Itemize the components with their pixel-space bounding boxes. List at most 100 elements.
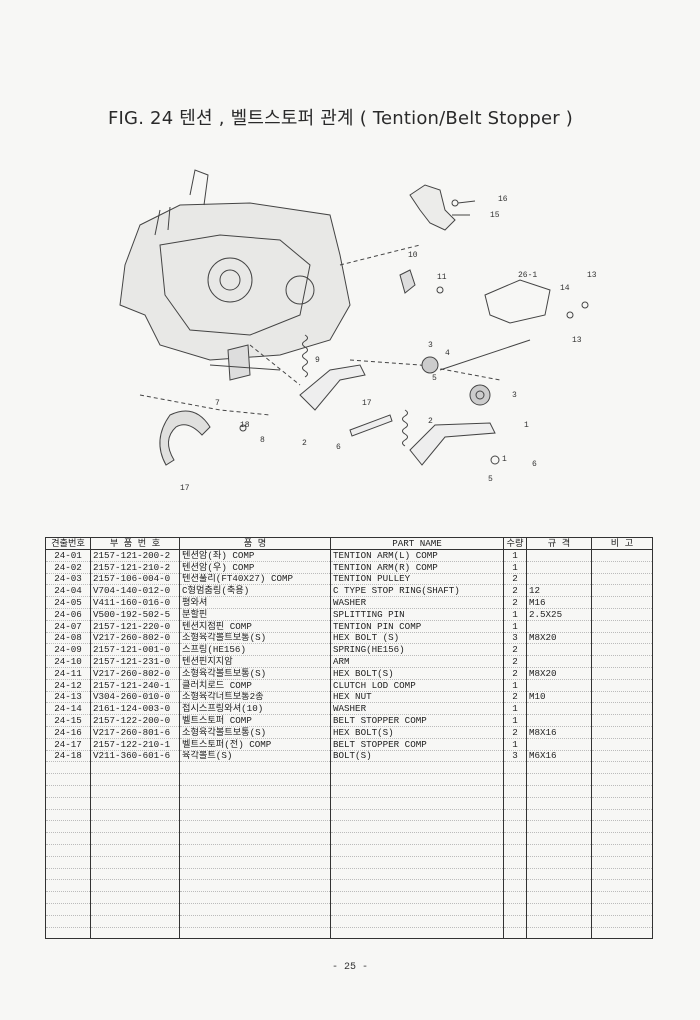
cell-part-no: V217-260-801-6 (90, 726, 180, 739)
cell-remarks (591, 761, 653, 775)
cell-ref-no: 24-18 (45, 750, 91, 763)
cell-part-no: V411-160-016-0 (90, 596, 180, 609)
cell-part-no: 2157-121-210-2 (90, 561, 180, 574)
cell-remarks (591, 856, 653, 869)
cell-spec: 12 (526, 584, 592, 598)
cell-part-no (90, 809, 180, 822)
cell-korean-name: 텐션지점핀 COMP (179, 620, 331, 633)
cell-qty (503, 903, 527, 916)
cell-part-name: SPLITTING PIN (330, 608, 504, 621)
cell-spec (526, 797, 592, 810)
cell-part-name (330, 891, 504, 904)
cell-part-name: HEX BOLT (S) (330, 632, 504, 645)
cell-part-name: WASHER (330, 702, 504, 716)
cell-part-name (330, 879, 504, 893)
cell-qty (503, 891, 527, 904)
cell-remarks (591, 820, 653, 834)
cell-remarks (591, 903, 653, 916)
cell-ref-no (45, 785, 91, 798)
cell-part-no: V211-360-601-6 (90, 750, 180, 763)
cell-part-no: 2157-106-004-0 (90, 573, 180, 586)
cell-spec (526, 773, 592, 786)
header-part-no: 부 품 번 호 (90, 537, 180, 550)
cell-korean-name: 텐션암(좌) COMP (179, 549, 331, 562)
callout-4: 4 (445, 349, 450, 358)
callout-6-a: 6 (336, 443, 341, 452)
cell-spec: 2.5X25 (526, 608, 592, 621)
cell-part-no: V500-192-502-5 (90, 608, 180, 621)
parts-table-header: 견출번호 부 품 번 호 품 명 PART NAME 수량 규 격 비 고 (45, 537, 653, 550)
cell-part-no (90, 891, 180, 904)
cell-remarks (591, 809, 653, 822)
cell-ref-no (45, 927, 91, 940)
table-row (45, 844, 653, 857)
cell-ref-no (45, 915, 91, 928)
table-row (45, 773, 653, 786)
cell-spec (526, 561, 592, 574)
cell-korean-name (179, 785, 331, 798)
cell-qty: 1 (503, 714, 527, 727)
callout-3-b: 3 (512, 391, 517, 400)
cell-korean-name: 벨트스토퍼(전) COMP (179, 738, 331, 751)
cell-spec: M8X20 (526, 667, 592, 680)
cell-ref-no (45, 773, 91, 786)
callout-2-b: 2 (302, 439, 307, 448)
cell-part-no: 2157-121-231-0 (90, 655, 180, 668)
cell-spec (526, 761, 592, 775)
cell-qty: 3 (503, 632, 527, 645)
cell-remarks (591, 785, 653, 798)
cell-part-name: TENTION PULLEY (330, 573, 504, 586)
cell-spec (526, 868, 592, 881)
cell-qty (503, 761, 527, 775)
cell-qty: 2 (503, 584, 527, 598)
cell-ref-no: 24-13 (45, 691, 91, 704)
cell-ref-no (45, 832, 91, 845)
callout-17-a: 17 (362, 399, 372, 408)
cell-ref-no (45, 856, 91, 869)
cell-part-name (330, 761, 504, 775)
cell-korean-name: 소형육각볼트보통(S) (179, 667, 331, 680)
cell-part-name: TENTION ARM(R) COMP (330, 561, 504, 574)
cell-remarks (591, 702, 653, 716)
cell-part-no (90, 832, 180, 845)
cell-spec (526, 655, 592, 668)
cell-qty (503, 820, 527, 834)
cell-qty: 2 (503, 726, 527, 739)
cell-ref-no: 24-08 (45, 632, 91, 645)
cell-ref-no (45, 820, 91, 834)
cell-qty: 1 (503, 561, 527, 574)
cell-remarks (591, 868, 653, 881)
cell-spec: M8X16 (526, 726, 592, 739)
table-row (45, 868, 653, 881)
cell-qty: 1 (503, 608, 527, 621)
cell-spec (526, 927, 592, 940)
callout-11: 11 (437, 273, 447, 282)
cell-spec: M10 (526, 691, 592, 704)
cell-ref-no: 24-06 (45, 608, 91, 621)
cell-korean-name (179, 903, 331, 916)
cell-qty: 1 (503, 549, 527, 562)
cell-remarks (591, 738, 653, 751)
cell-part-name (330, 820, 504, 834)
table-row (45, 915, 653, 928)
cell-ref-no (45, 844, 91, 857)
cell-part-no: 2161-124-003-0 (90, 702, 180, 716)
cell-part-name: HEX BOLT(S) (330, 667, 504, 680)
callout-2-a: 2 (428, 417, 433, 426)
cell-korean-name: 분할핀 (179, 608, 331, 621)
cell-qty: 2 (503, 643, 527, 657)
cell-spec (526, 891, 592, 904)
cell-remarks (591, 844, 653, 857)
cell-part-name (330, 927, 504, 940)
cell-part-no (90, 927, 180, 940)
cell-part-name (330, 868, 504, 881)
cell-part-no (90, 761, 180, 775)
callout-1-b: 1 (502, 455, 507, 464)
cell-korean-name: 벨트스토퍼 COMP (179, 714, 331, 727)
cell-spec (526, 573, 592, 586)
cell-part-name (330, 844, 504, 857)
cell-spec (526, 714, 592, 727)
